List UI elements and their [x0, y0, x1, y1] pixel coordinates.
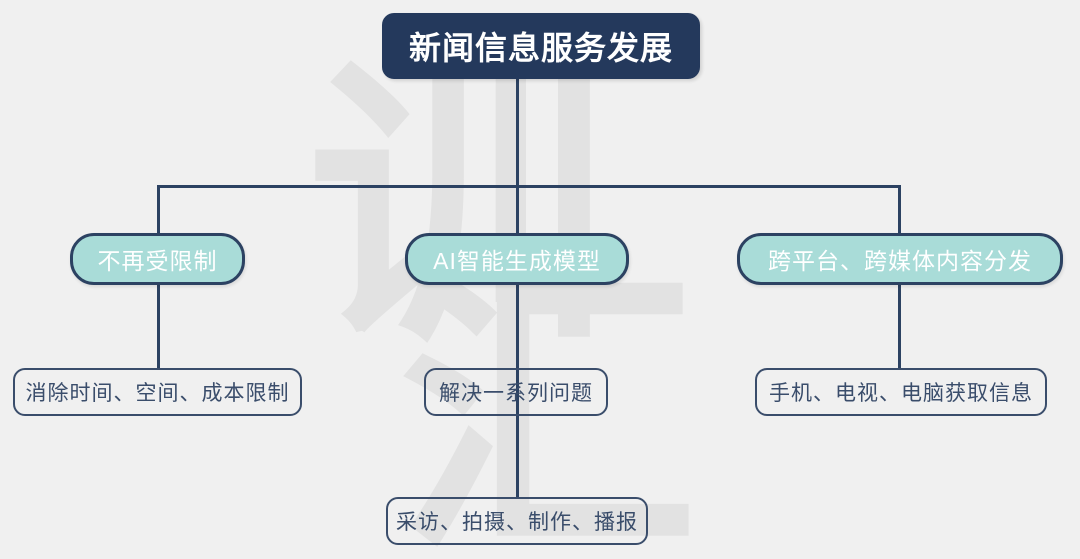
connector-root-to-trunk — [516, 78, 519, 188]
leaf-node-interview-shoot-produce-broadcast[interactable]: 采访、拍摄、制作、播报 — [386, 497, 648, 545]
connector-branch-1-to-child-0 — [516, 283, 519, 369]
branch-node-no-more-limits[interactable]: 不再受限制 — [70, 233, 245, 285]
watermark-upper-glyph: 训 — [308, 40, 608, 376]
connector-branch-2-to-child-0 — [898, 283, 901, 369]
connector-trunk-horizontal — [157, 185, 901, 188]
leaf-node-remove-time-space-cost-limits[interactable]: 消除时间、空间、成本限制 — [13, 368, 302, 416]
connector-trunk-to-branch-2 — [898, 185, 901, 235]
connector-branch-0-to-child-0 — [157, 283, 160, 369]
connector-trunk-to-branch-0 — [157, 185, 160, 235]
leaf-node-solve-series-of-problems[interactable]: 解决一系列问题 — [424, 368, 608, 416]
connector-branch-1-to-child-1 — [516, 369, 519, 499]
watermark-lower-glyph: 汇 — [398, 250, 698, 559]
connector-trunk-to-branch-1 — [516, 185, 519, 235]
root-node[interactable]: 新闻信息服务发展 — [382, 13, 700, 79]
branch-node-cross-platform-distribution[interactable]: 跨平台、跨媒体内容分发 — [737, 233, 1063, 285]
branch-node-ai-generation-model[interactable]: AI智能生成模型 — [405, 233, 629, 285]
leaf-node-phone-tv-computer-info[interactable]: 手机、电视、电脑获取信息 — [755, 368, 1047, 416]
